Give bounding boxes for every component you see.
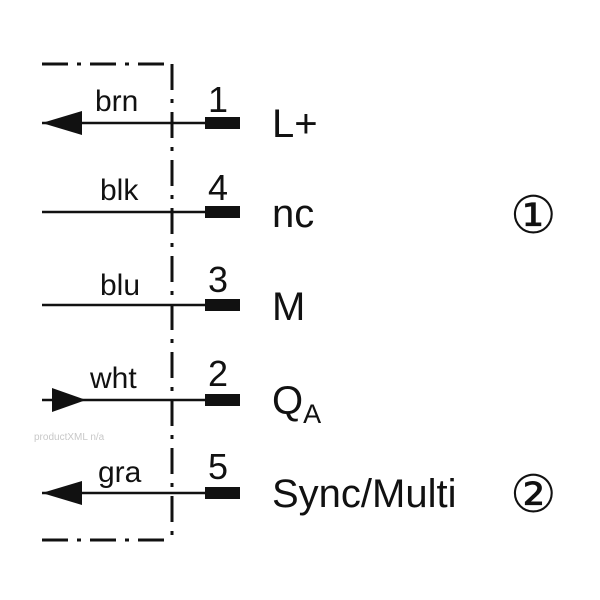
- arrow-right-icon: [52, 388, 86, 412]
- pin-contact: [205, 487, 240, 499]
- wire-color-label: blk: [100, 174, 139, 207]
- wire-row-gra: gra 5 Sync/Multi: [42, 446, 457, 516]
- watermark-text: productXML n/a: [34, 432, 105, 443]
- signal-name: nc: [272, 192, 314, 236]
- signal-main: Q: [272, 379, 303, 423]
- wire-color-label: wht: [89, 362, 137, 395]
- connector-housing: [42, 62, 174, 542]
- arrow-left-icon: [42, 111, 82, 135]
- signal-name: M: [272, 285, 305, 329]
- signal-subscript: A: [303, 399, 321, 429]
- wire-row-blk: blk 4 nc: [42, 167, 314, 236]
- pin-number: 2: [208, 353, 228, 394]
- connector-note-1: ①: [510, 187, 557, 245]
- pin-number: 1: [208, 79, 228, 120]
- pin-number: 3: [208, 259, 228, 300]
- arrow-left-icon: [42, 481, 82, 505]
- wire-color-label: brn: [95, 85, 138, 118]
- connector-note-2: ②: [510, 466, 557, 524]
- wire-row-brn: brn 1 L+: [42, 79, 318, 146]
- pin-contact: [205, 117, 240, 129]
- signal-name: L+: [272, 102, 318, 146]
- signal-name: Sync/Multi: [272, 472, 457, 516]
- wire-row-wht: wht 2 QA: [42, 353, 321, 429]
- wire-color-label: blu: [100, 269, 140, 302]
- signal-name: QA: [272, 379, 321, 429]
- pin-contact: [205, 206, 240, 218]
- wire-color-label: gra: [98, 456, 142, 489]
- pin-number: 5: [208, 446, 228, 487]
- wire-row-blu: blu 3 M: [42, 259, 305, 329]
- pin-contact: [205, 394, 240, 406]
- pin-contact: [205, 299, 240, 311]
- pin-number: 4: [208, 167, 228, 208]
